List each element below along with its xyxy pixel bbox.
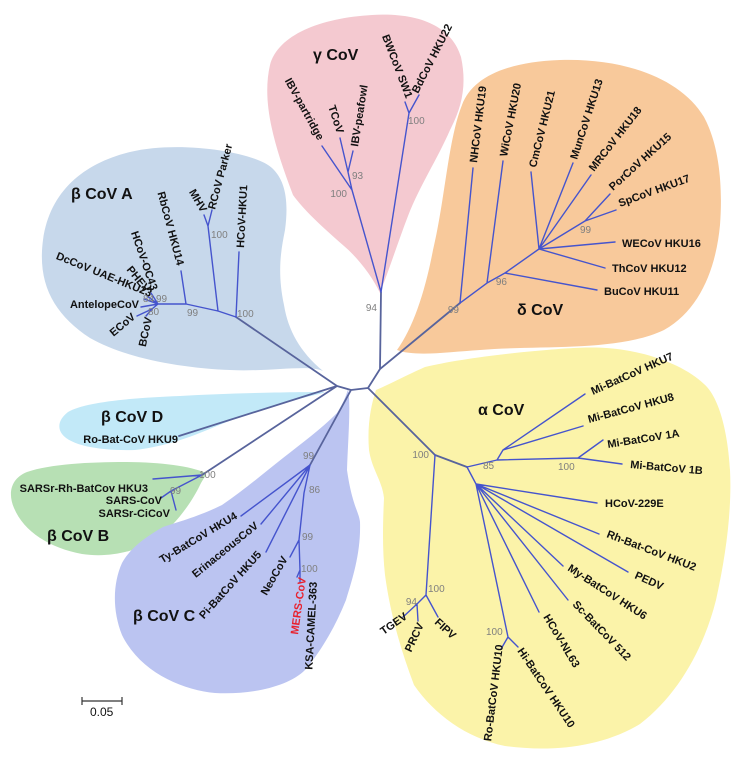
svg-text:96: 96 (496, 277, 508, 288)
svg-text:KSA-CAMEL-363: KSA-CAMEL-363 (303, 582, 320, 671)
svg-text:δ CoV: δ CoV (517, 302, 563, 319)
svg-text:ThCoV HKU12: ThCoV HKU12 (612, 263, 687, 275)
svg-text:86: 86 (309, 485, 321, 496)
svg-text:SARSr-Rh-BatCov HKU3: SARSr-Rh-BatCov HKU3 (20, 483, 148, 495)
svg-text:SARSr-CiCoV: SARSr-CiCoV (98, 508, 170, 520)
svg-text:100: 100 (330, 189, 347, 200)
svg-text:BuCoV HKU11: BuCoV HKU11 (604, 286, 679, 298)
svg-text:β CoV A: β CoV A (71, 186, 133, 203)
svg-text:99: 99 (448, 305, 460, 316)
svg-text:β CoV C: β CoV C (133, 608, 196, 625)
svg-text:Ro-Bat-CoV HKU9: Ro-Bat-CoV HKU9 (83, 434, 178, 446)
svg-text:β CoV B: β CoV B (47, 528, 109, 545)
svg-text:100: 100 (558, 462, 575, 473)
svg-text:HCoV-229E: HCoV-229E (605, 498, 664, 510)
svg-text:99: 99 (156, 294, 168, 305)
svg-text:100: 100 (211, 230, 228, 241)
svg-text:β CoV D: β CoV D (101, 409, 163, 426)
svg-text:93: 93 (352, 171, 364, 182)
svg-text:100: 100 (408, 116, 425, 127)
svg-text:γ CoV: γ CoV (313, 47, 359, 64)
svg-text:SARS-CoV: SARS-CoV (106, 495, 163, 507)
svg-text:94: 94 (406, 597, 418, 608)
svg-text:84: 84 (143, 294, 155, 305)
svg-text:99: 99 (303, 451, 315, 462)
svg-text:80: 80 (148, 307, 160, 318)
svg-text:AntelopeCoV: AntelopeCoV (70, 299, 140, 311)
svg-text:HCoV-HKU1: HCoV-HKU1 (235, 185, 250, 248)
svg-text:100: 100 (237, 309, 254, 320)
svg-text:99: 99 (170, 486, 182, 497)
svg-text:99: 99 (302, 532, 314, 543)
svg-text:100: 100 (199, 470, 216, 481)
svg-text:WECoV HKU16: WECoV HKU16 (622, 238, 701, 250)
svg-text:85: 85 (483, 461, 495, 472)
svg-text:99: 99 (580, 225, 592, 236)
svg-text:0.05: 0.05 (90, 705, 114, 719)
svg-text:100: 100 (428, 584, 445, 595)
svg-text:100: 100 (486, 627, 503, 638)
svg-text:99: 99 (187, 308, 199, 319)
svg-text:100: 100 (412, 450, 429, 461)
svg-text:94: 94 (366, 303, 378, 314)
svg-text:α CoV: α CoV (478, 402, 525, 419)
svg-text:100: 100 (301, 564, 318, 575)
